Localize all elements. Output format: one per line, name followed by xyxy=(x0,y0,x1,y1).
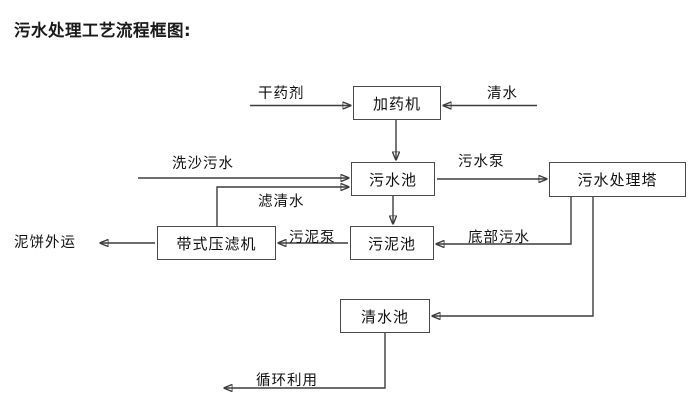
terminal-label-mud-cake-transport: 泥饼外运 xyxy=(14,235,76,251)
edge-label-filtrate: 滤清水 xyxy=(258,194,305,210)
edge-label-bottom-sewage: 底部污水 xyxy=(468,230,530,246)
node-belt-filter-press[interactable]: 带式压滤机 xyxy=(157,226,276,260)
edge-label-dry-agent: 干药剂 xyxy=(258,86,305,102)
node-label: 加药机 xyxy=(372,94,421,113)
node-label: 带式压滤机 xyxy=(176,234,257,253)
node-clear-water-pool[interactable]: 清水池 xyxy=(340,299,430,333)
edge-label-clean-water: 清水 xyxy=(487,86,518,102)
node-treatment-tower[interactable]: 污水处理塔 xyxy=(549,162,686,197)
edge-label-sludge-pump: 污泥泵 xyxy=(289,230,336,246)
edge-label-wash-sand-sewage: 洗沙污水 xyxy=(172,156,234,172)
node-label: 污泥池 xyxy=(367,234,416,253)
node-label: 污水处理塔 xyxy=(577,171,658,189)
page-title: 污水处理工艺流程框图: xyxy=(14,21,192,40)
node-dosing-machine[interactable]: 加药机 xyxy=(353,86,441,120)
edge-label-sewage-pump: 污水泵 xyxy=(458,154,505,170)
node-label: 清水池 xyxy=(360,307,409,326)
node-sewage-pool[interactable]: 污水池 xyxy=(351,162,435,196)
edge-label-recycle-reuse: 循环利用 xyxy=(256,373,318,389)
wire-tower-to-clear-pool xyxy=(432,197,594,316)
node-label: 污水池 xyxy=(368,170,417,189)
node-sludge-pool[interactable]: 污泥池 xyxy=(350,226,434,260)
